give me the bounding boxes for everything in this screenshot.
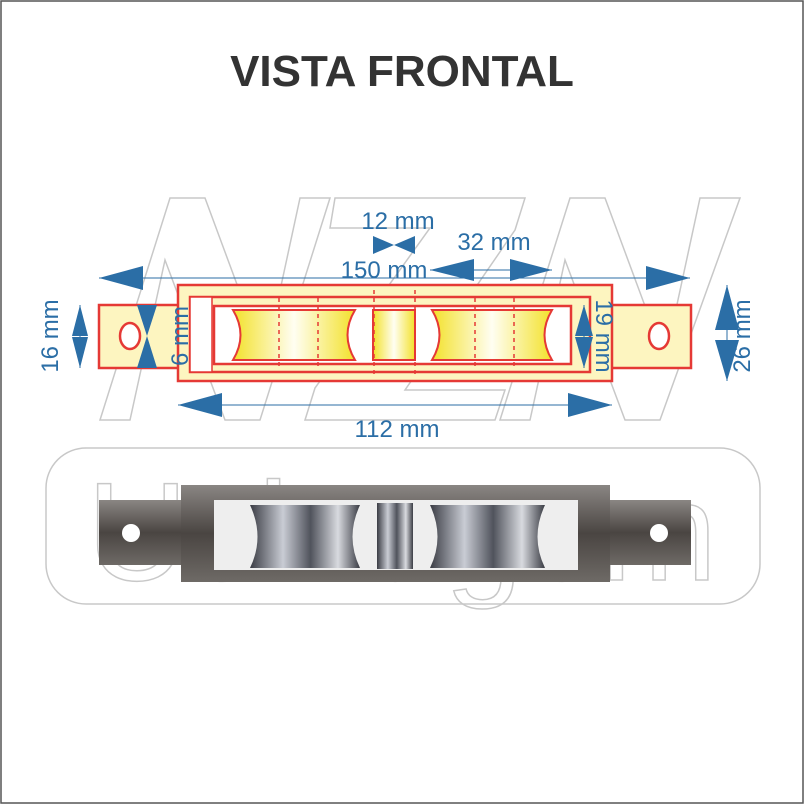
- page-title: VISTA FRONTAL: [230, 47, 574, 96]
- dim-tab-height: 16 mm: [37, 299, 64, 372]
- dim-slot: 6 mm: [167, 306, 194, 366]
- dim-center-roller: 12 mm: [361, 208, 434, 235]
- right-roller: [430, 309, 554, 361]
- left-roller: [231, 309, 357, 361]
- product-render: [99, 485, 691, 582]
- left-hole: [118, 321, 142, 351]
- front-view-drawing: [97, 283, 693, 383]
- dim-body-height: 26 mm: [729, 299, 756, 372]
- center-roller: [372, 309, 416, 361]
- dim-body-length: 112 mm: [355, 416, 440, 443]
- dim-roller-width: 32 mm: [457, 229, 530, 256]
- dimension-arrows: [72, 236, 739, 417]
- dim-inner-height: 19 mm: [590, 299, 617, 372]
- dim-total-length: 150 mm: [341, 257, 428, 284]
- right-hole: [647, 321, 671, 351]
- left-strip: [189, 296, 213, 373]
